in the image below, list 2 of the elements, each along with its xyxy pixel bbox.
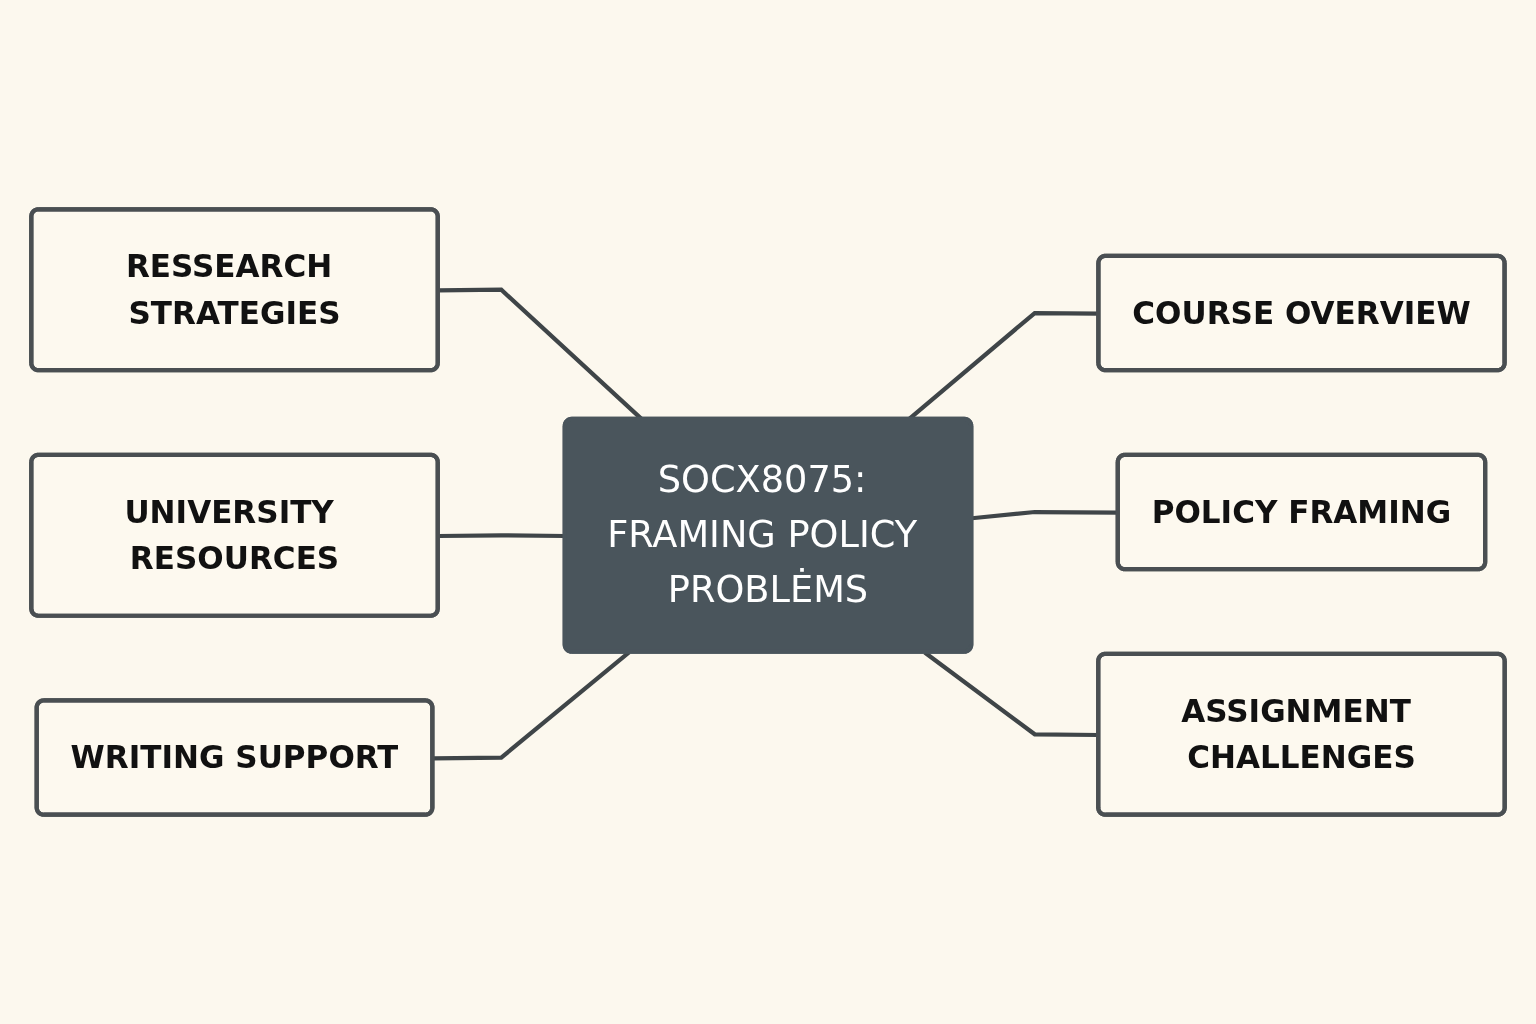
connector (438, 533, 566, 539)
connector (971, 509, 1119, 521)
